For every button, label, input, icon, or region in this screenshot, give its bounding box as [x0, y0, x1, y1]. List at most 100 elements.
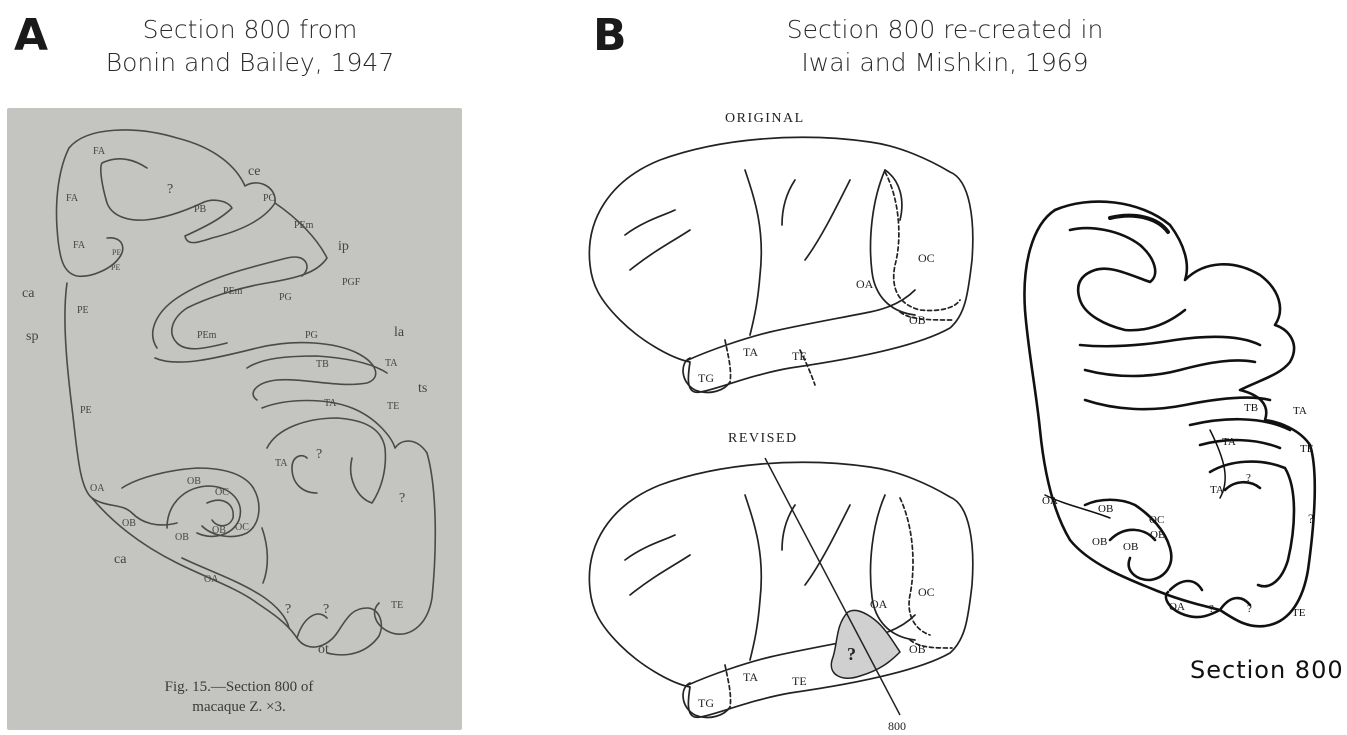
- area-fa2: FA: [66, 193, 79, 204]
- question-area-shaded: [831, 610, 900, 678]
- area-oa-left: OA: [90, 483, 105, 494]
- revised-tg: TG: [698, 696, 714, 710]
- area-te2: TE: [391, 600, 403, 611]
- area-oc2: OC: [235, 522, 249, 533]
- section-ob2: OB: [1092, 536, 1107, 548]
- label-ca-top: ca: [22, 286, 35, 301]
- panel-a-title: Section 800 from Bonin and Bailey, 1947: [50, 13, 450, 79]
- area-oa-low: OA: [204, 574, 219, 585]
- area-pg-low: PG: [305, 330, 318, 341]
- panel-b-title-line1: Section 800 re-created in: [690, 13, 1200, 46]
- oa-line: [182, 558, 289, 628]
- area-ta1: TA: [385, 358, 398, 369]
- revised-label: REVISED: [728, 431, 798, 446]
- area-pgf: PGF: [342, 277, 361, 288]
- original-section-photo: ce ip ca sp la ts ca ot FA FA FA ? PB PC…: [7, 108, 462, 730]
- area-pem-mid: PEm: [223, 286, 243, 297]
- area-pe-small1: PE: [112, 248, 121, 257]
- original-tg: TG: [698, 371, 714, 385]
- original-label: ORIGINAL: [725, 111, 805, 126]
- panel-b-drawing: ORIGINAL REVISED OC OA OB TA TE TG: [570, 100, 1347, 735]
- area-pem-top: PEm: [294, 220, 314, 231]
- panel-b-letter: B: [593, 14, 627, 58]
- photo-caption-line1: Fig. 15.—Section 800 of: [165, 679, 314, 695]
- section-oa1: OA: [1042, 495, 1058, 507]
- revised-ob: OB: [909, 642, 926, 656]
- panel-b-title-line2: Iwai and Mishkin, 1969: [690, 46, 1200, 79]
- area-ob-left: OB: [122, 518, 136, 529]
- area-ta2: TA: [324, 398, 337, 409]
- section-800-drawing: [1024, 202, 1314, 627]
- revised-oc: OC: [918, 585, 935, 599]
- area-ob1: OB: [187, 476, 201, 487]
- area-pem-low: PEm: [197, 330, 217, 341]
- area-pb: PB: [194, 204, 207, 215]
- label-ts: ts: [418, 381, 427, 396]
- revised-ta: TA: [743, 670, 758, 684]
- section-800-caption: Section 800: [1190, 656, 1344, 684]
- area-fa1: FA: [93, 146, 106, 157]
- area-fa3: FA: [73, 240, 86, 251]
- label-ot: ot: [318, 642, 329, 657]
- section-te2: TE: [1292, 607, 1306, 619]
- label-ip: ip: [338, 239, 349, 254]
- cut-label-800: 800: [888, 719, 906, 733]
- area-pe-mid: PE: [77, 305, 89, 316]
- area-q-top: ?: [167, 182, 173, 197]
- area-ob2: OB: [175, 532, 189, 543]
- original-ta: TA: [743, 345, 758, 359]
- original-oc: OC: [918, 251, 935, 265]
- revised-q: ?: [847, 644, 856, 664]
- area-pg-mid: PG: [279, 292, 292, 303]
- section-tb: TB: [1244, 402, 1258, 414]
- section-ob3: OB: [1123, 541, 1138, 553]
- original-oa: OA: [856, 277, 874, 291]
- ot-fold: [297, 614, 327, 638]
- panel-a-letter: A: [14, 14, 48, 58]
- label-sp: sp: [26, 329, 38, 344]
- section-ta3: TA: [1210, 484, 1224, 496]
- fold-inner-right: [292, 456, 317, 493]
- revised-oa: OA: [870, 597, 888, 611]
- section-ob4: OB: [1150, 529, 1165, 541]
- area-q-low1: ?: [285, 602, 291, 617]
- label-ce: ce: [248, 164, 260, 179]
- revised-te: TE: [792, 674, 807, 688]
- ta-gyrus: [262, 401, 435, 635]
- section-te1: TE: [1300, 443, 1314, 455]
- original-ob: OB: [909, 313, 926, 327]
- section-ob1: OB: [1098, 503, 1113, 515]
- original-te: TE: [792, 349, 807, 363]
- occipital-inner: [167, 486, 240, 536]
- section-oa2: OA: [1169, 601, 1185, 613]
- section-ta1: TA: [1293, 405, 1307, 417]
- panel-a-title-line1: Section 800 from: [50, 13, 450, 46]
- label-la: la: [394, 325, 405, 340]
- area-pe-small2: PE: [111, 263, 120, 272]
- panel-b-title: Section 800 re-created in Iwai and Mishk…: [690, 13, 1200, 79]
- brain-original: [589, 137, 972, 392]
- cut-line-800: [765, 458, 900, 715]
- section-q1: ?: [1246, 472, 1251, 484]
- area-oc1: OC: [215, 487, 229, 498]
- area-q-low2: ?: [323, 602, 329, 617]
- original-section-drawing: ce ip ca sp la ts ca ot FA FA FA ? PB PC…: [7, 108, 462, 730]
- brain-revised: [589, 462, 972, 717]
- section-q3: ?: [1209, 603, 1214, 615]
- lower-gyrus: [155, 343, 376, 400]
- ob-oc-loop: [207, 500, 233, 525]
- photo-caption-line2: macaque Z. ×3.: [192, 699, 285, 715]
- area-ta3: TA: [275, 458, 288, 469]
- left-contour: [65, 283, 177, 525]
- panel-a-title-line2: Bonin and Bailey, 1947: [50, 46, 450, 79]
- area-ob3: OB: [212, 525, 226, 536]
- section-oc: OC: [1149, 514, 1164, 526]
- area-pe-left: PE: [80, 405, 92, 416]
- area-te1: TE: [387, 401, 399, 412]
- section-ta2: TA: [1222, 436, 1236, 448]
- area-q-mid: ?: [316, 447, 322, 462]
- section-q2: ?: [1308, 511, 1314, 526]
- section-q4: ?: [1247, 603, 1252, 615]
- area-q-right: ?: [399, 491, 405, 506]
- label-ca-bottom: ca: [114, 552, 127, 567]
